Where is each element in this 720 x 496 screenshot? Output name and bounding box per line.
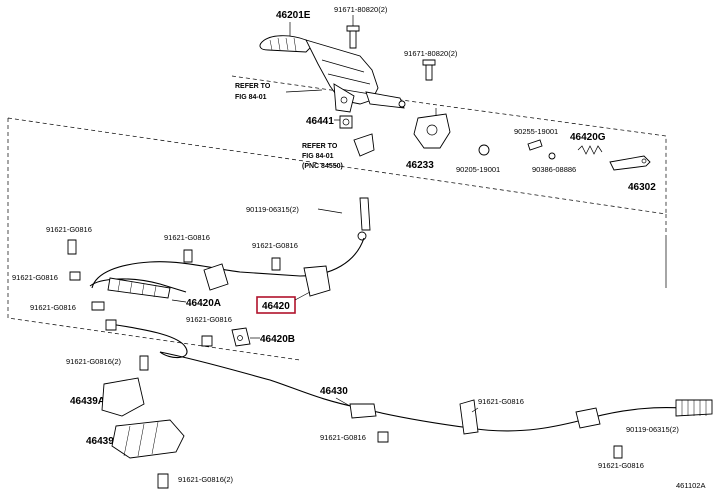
label-46420b: 46420B xyxy=(260,334,295,345)
brake-lever-assembly xyxy=(259,35,406,113)
label-90386: 90386-08886 xyxy=(532,165,576,174)
bolt-a xyxy=(67,239,77,255)
figure-code: 461102A xyxy=(676,481,705,490)
bolt-g xyxy=(139,355,149,371)
upper-boundary xyxy=(231,75,667,214)
label-refer-2a: REFER TO xyxy=(302,143,338,150)
bracket-46439a xyxy=(101,377,145,417)
rear-cable-46430 xyxy=(159,351,701,432)
label-91621-f: 91621-G0816 xyxy=(186,315,232,324)
label-refer-2c: (PNC 84550) xyxy=(302,163,343,170)
label-91621-c: 91621-G0816 xyxy=(252,241,298,250)
bolt-k xyxy=(157,473,169,489)
label-91621-e: 91621-G0816 xyxy=(30,303,76,312)
label-46302: 46302 xyxy=(628,182,656,193)
cable-clip-rear xyxy=(349,399,713,435)
label-refer-1b: FIG 84-01 xyxy=(235,94,267,101)
ring-90205 xyxy=(478,144,490,156)
clamp-46420b xyxy=(231,327,251,347)
guard-46439 xyxy=(111,419,185,459)
cable-bracket xyxy=(303,265,331,297)
label-91621-b: 91621-G0816 xyxy=(164,233,210,242)
bolt-91671-top xyxy=(346,25,360,49)
label-46439: 46439 xyxy=(86,436,114,447)
label-46441: 46441 xyxy=(306,116,334,127)
label-90255: 90255-19001 xyxy=(514,127,558,136)
label-46430: 46430 xyxy=(320,386,348,397)
pin-90255 xyxy=(527,139,543,151)
bolt-c xyxy=(271,257,281,271)
rod-46302 xyxy=(609,155,651,171)
cable-end-top xyxy=(357,197,371,241)
label-46233: 46233 xyxy=(406,160,434,171)
label-91621-i: 91621-G0816 xyxy=(320,433,366,442)
label-90119-top: 90119-06315(2) xyxy=(246,205,299,214)
label-46420: 46420 xyxy=(262,301,290,312)
label-refer-1a: REFER TO xyxy=(235,83,271,90)
label-46420g: 46420G xyxy=(570,132,606,143)
label-91621-d: 91621-G0816 xyxy=(12,273,58,282)
bolt-i xyxy=(377,431,389,443)
label-90119-bot: 90119-06315(2) xyxy=(626,425,679,434)
front-cable-46420 xyxy=(91,237,365,289)
label-91621-h: 91621-G0816 xyxy=(478,397,524,406)
label-46439a: 46439A xyxy=(70,396,105,407)
label-46420a: 46420A xyxy=(186,298,221,309)
bolt-b xyxy=(183,249,193,263)
bolt-f xyxy=(201,335,213,347)
bolt-91671-right xyxy=(422,59,436,81)
intermediate-cable xyxy=(109,323,188,359)
bolt-d xyxy=(69,271,81,281)
bolt-e xyxy=(91,301,105,311)
cable-end-46441 xyxy=(339,115,353,129)
highlight-box-46420 xyxy=(256,296,296,314)
bolt-j xyxy=(613,445,623,459)
nut-90386 xyxy=(548,152,556,160)
label-91621-a: 91621-G0816 xyxy=(46,225,92,234)
spring-46420g xyxy=(577,145,603,155)
label-91621-g: 91621-G0816(2) xyxy=(66,357,122,366)
label-46201e: 46201E xyxy=(276,10,311,21)
equalizer-cable-46420a xyxy=(89,278,187,293)
label-91621-k: 91621-G0816(2) xyxy=(178,475,234,484)
switch-bracket xyxy=(353,133,375,157)
label-91621-j: 91621-G0816 xyxy=(598,461,644,470)
label-refer-2b: FIG 84-01 xyxy=(302,153,334,160)
bracket-46233 xyxy=(413,108,451,149)
label-90205: 90205-19001 xyxy=(456,165,500,174)
label-91671-right: 91671-80820(2) xyxy=(404,49,458,58)
assembly-boundary xyxy=(7,117,667,361)
label-91671-top: 91671-80820(2) xyxy=(334,5,388,14)
